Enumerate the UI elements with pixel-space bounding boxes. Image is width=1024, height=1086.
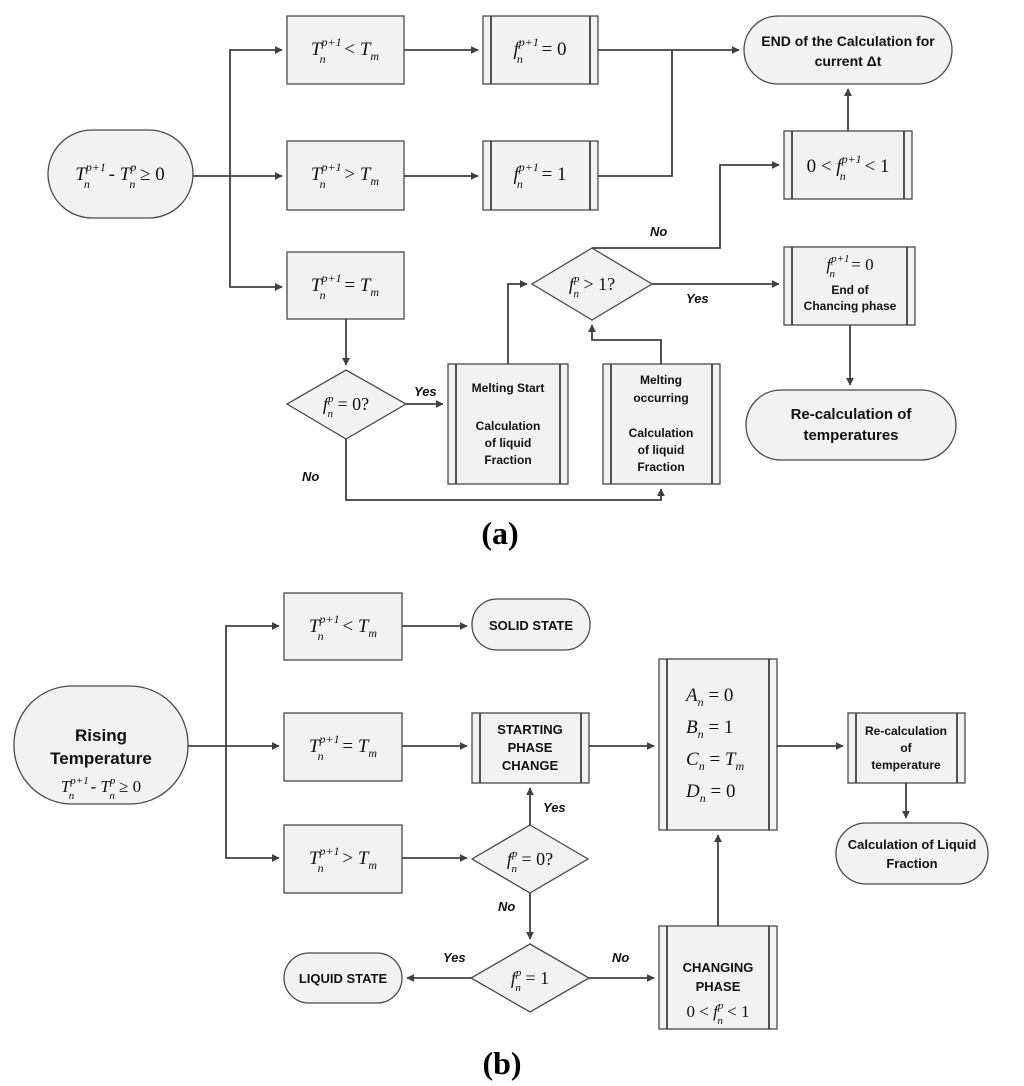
svg-text:Melting Start: Melting Start [472, 381, 545, 395]
svg-text:fpn = 0?: fpn = 0? [323, 393, 369, 420]
b-solid-state-terminator: SOLID STATE [471, 598, 591, 651]
svg-text:0 < fp+1n < 1: 0 < fp+1n < 1 [807, 152, 890, 183]
a-label-no-fgt1: No [650, 224, 667, 239]
svg-text:Melting: Melting [640, 373, 682, 387]
b-liquid-fraction-terminator: Calculation of Liquid Fraction [835, 822, 989, 885]
svg-text:Rising: Rising [75, 726, 127, 745]
svg-text:Bn = 1: Bn = 1 [686, 717, 733, 741]
svg-text:of liquid: of liquid [485, 436, 532, 450]
panel-label-a: (a) [481, 515, 518, 551]
svg-text:Tp+1n > Tm: Tp+1n > Tm [311, 160, 379, 191]
svg-text:Calculation: Calculation [629, 426, 694, 440]
svg-text:Chancing phase: Chancing phase [804, 299, 897, 313]
svg-text:PHASE: PHASE [508, 740, 553, 755]
a-label-yes-fgt1: Yes [686, 291, 709, 306]
b-connectors [188, 622, 910, 982]
svg-text:PHASE: PHASE [696, 979, 741, 994]
svg-text:Dn = 0: Dn = 0 [685, 781, 735, 805]
svg-text:STARTING: STARTING [497, 722, 562, 737]
b-label-yes-fp0: Yes [543, 800, 566, 815]
svg-text:fpn > 1?: fpn > 1? [569, 273, 615, 300]
svg-text:Tp+1n - Tpn ≥ 0: Tp+1n - Tpn ≥ 0 [75, 160, 165, 191]
a-label-no-fp0: No [302, 469, 319, 484]
a-connectors [193, 46, 854, 501]
panel-label-b: (b) [482, 1045, 521, 1081]
svg-text:fp+1n = 0: fp+1n = 0 [826, 253, 873, 280]
svg-text:Tp+1n = Tm: Tp+1n = Tm [311, 271, 379, 302]
svg-text:of: of [900, 741, 912, 755]
svg-text:fpn = 0?: fpn = 0? [507, 848, 553, 875]
b-coefficients-box: An = 0 Bn = 1 Cn = Tm Dn = 0 [658, 658, 778, 831]
svg-text:Fraction: Fraction [484, 453, 531, 467]
svg-text:temperatures: temperatures [803, 427, 898, 444]
a-recalc-terminator: Re-calculation of temperatures [745, 389, 957, 461]
svg-text:CHANGE: CHANGE [502, 758, 559, 773]
b-label-yes-f1: Yes [443, 950, 466, 965]
svg-text:Tp+1n - Tpn ≥ 0: Tp+1n - Tpn ≥ 0 [61, 775, 141, 802]
svg-text:SOLID STATE: SOLID STATE [489, 618, 573, 633]
svg-text:current Δt: current Δt [815, 53, 882, 69]
svg-text:Tp+1n > Tm: Tp+1n > Tm [309, 844, 377, 875]
svg-text:temperature: temperature [871, 758, 941, 772]
svg-text:fp+1n = 0: fp+1n = 0 [513, 35, 566, 66]
b-recalc-box: Re-calculation of temperature [847, 712, 966, 784]
svg-text:END of the Calculation for: END of the Calculation for [761, 33, 935, 49]
svg-text:0 < fpn < 1: 0 < fpn < 1 [687, 1000, 750, 1027]
svg-text:Tp+1n < Tm: Tp+1n < Tm [309, 612, 377, 643]
svg-text:Re-calculation of: Re-calculation of [791, 406, 913, 423]
a-label-yes-fp0: Yes [414, 384, 437, 399]
b-label-no-f1: No [612, 950, 629, 965]
svg-text:End of: End of [831, 283, 869, 297]
svg-text:CHANGING: CHANGING [683, 960, 754, 975]
svg-text:LIQUID STATE: LIQUID STATE [299, 971, 388, 986]
svg-text:Fraction: Fraction [886, 856, 937, 871]
svg-text:Cn = Tm: Cn = Tm [686, 749, 744, 773]
b-label-no-fp0: No [498, 899, 515, 914]
b-starting-phase-box: STARTING PHASE CHANGE [471, 712, 590, 784]
svg-text:Re-calculation: Re-calculation [865, 724, 947, 738]
svg-text:fpn = 1: fpn = 1 [511, 967, 549, 994]
svg-text:Temperature: Temperature [50, 749, 152, 768]
svg-text:An = 0: An = 0 [684, 685, 733, 709]
svg-text:of liquid: of liquid [638, 443, 685, 457]
svg-text:Calculation: Calculation [476, 419, 541, 433]
b-liquid-state-terminator: LIQUID STATE [283, 952, 403, 1004]
a-end-terminator: END of the Calculation for current Δt [743, 15, 953, 85]
svg-text:Calculation of Liquid: Calculation of Liquid [848, 837, 977, 852]
a-melting-start-box: Melting Start Calculation of liquid Frac… [447, 363, 569, 485]
a-melting-occurring-box: Melting occurring Calculation of liquid … [602, 363, 721, 485]
svg-text:Fraction: Fraction [637, 460, 684, 474]
svg-text:occurring: occurring [633, 391, 688, 405]
svg-text:fp+1n = 1: fp+1n = 1 [513, 160, 566, 191]
svg-text:Tp+1n = Tm: Tp+1n = Tm [309, 732, 377, 763]
svg-text:Tp+1n < Tm: Tp+1n < Tm [311, 35, 379, 66]
